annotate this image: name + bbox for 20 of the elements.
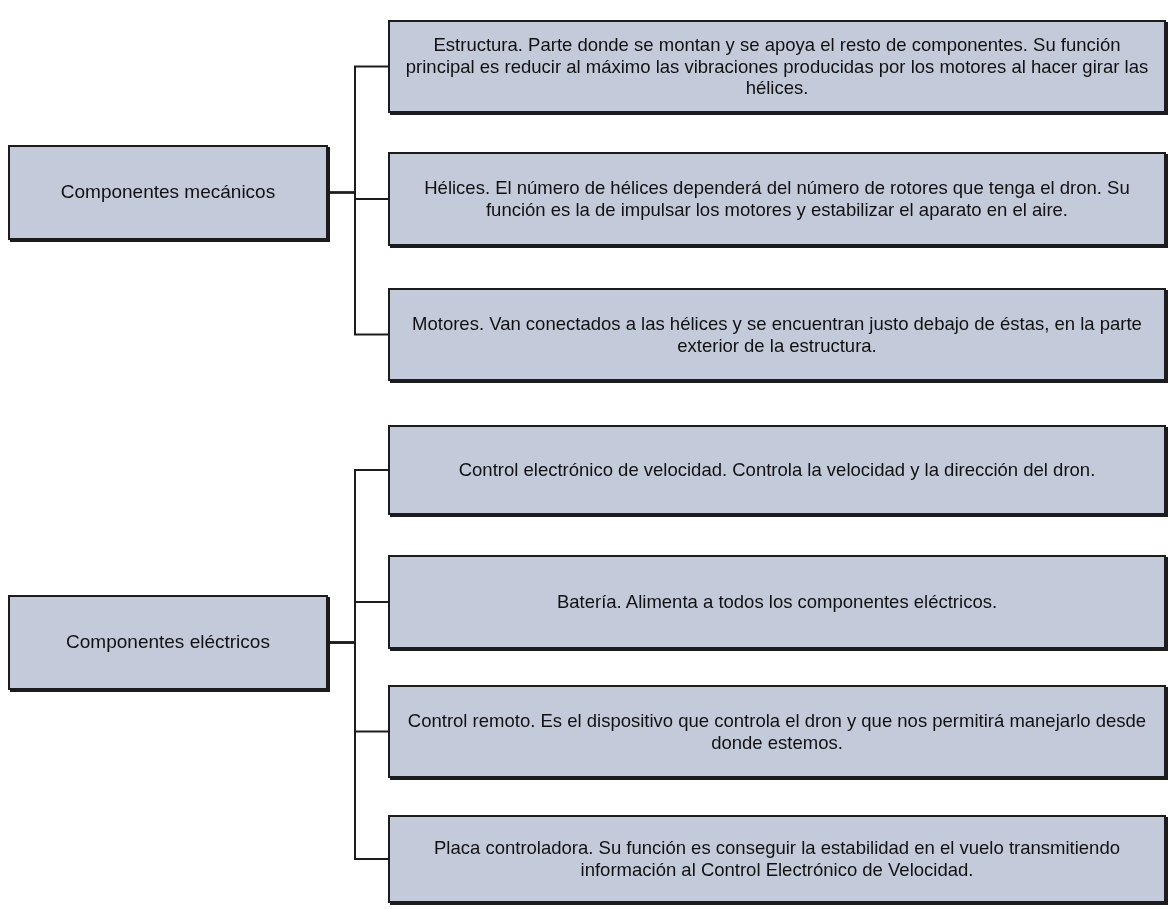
box-text: Batería. Alimenta a todos los componentes eléctricos. — [556, 591, 998, 613]
category-box — [388, 815, 1166, 903]
box-text: Hélices. El número de hélices dependerá del número de rotores que tenga el dron. Su función es la de impulsar los motores y estabilizar el aparato en el aire. — [423, 177, 1131, 221]
description-box — [388, 555, 1166, 649]
box-text: Control electrónico de velocidad. Controla la velocidad y la dirección del dron. — [458, 459, 1096, 481]
box-text: Estructura. Parte donde se montan y se apoya el resto de componentes. Su función principal es reducir al máximo las vibraciones producidas por los motores al hacer girar las hélices. — [404, 33, 1150, 100]
category-box — [8, 595, 328, 690]
box-text: Placa controladora. Su función es conseguir la estabilidad en el vuelo transmitiendo información al Control Electrónico de Velocidad. — [433, 837, 1121, 881]
box-text: Componentes eléctricos — [66, 631, 270, 654]
description-box — [388, 20, 1166, 113]
description-box — [388, 288, 1166, 381]
box-text: Componentes mecánicos — [60, 181, 276, 204]
description-box — [388, 425, 1166, 515]
connector-line — [327, 191, 389, 336]
connector-line — [327, 641, 389, 860]
description-box — [388, 685, 1166, 778]
box-text: Control remoto. Es el dispositivo que controla el dron y que nos permitirá manejarlo desde donde estemos. — [406, 709, 1148, 754]
description-box — [388, 152, 1166, 246]
category-box — [8, 145, 328, 240]
box-text: Motores. Van conectados a las hélices y se encuentran justo debajo de éstas, en la parte exterior de la estructura. — [411, 312, 1143, 357]
